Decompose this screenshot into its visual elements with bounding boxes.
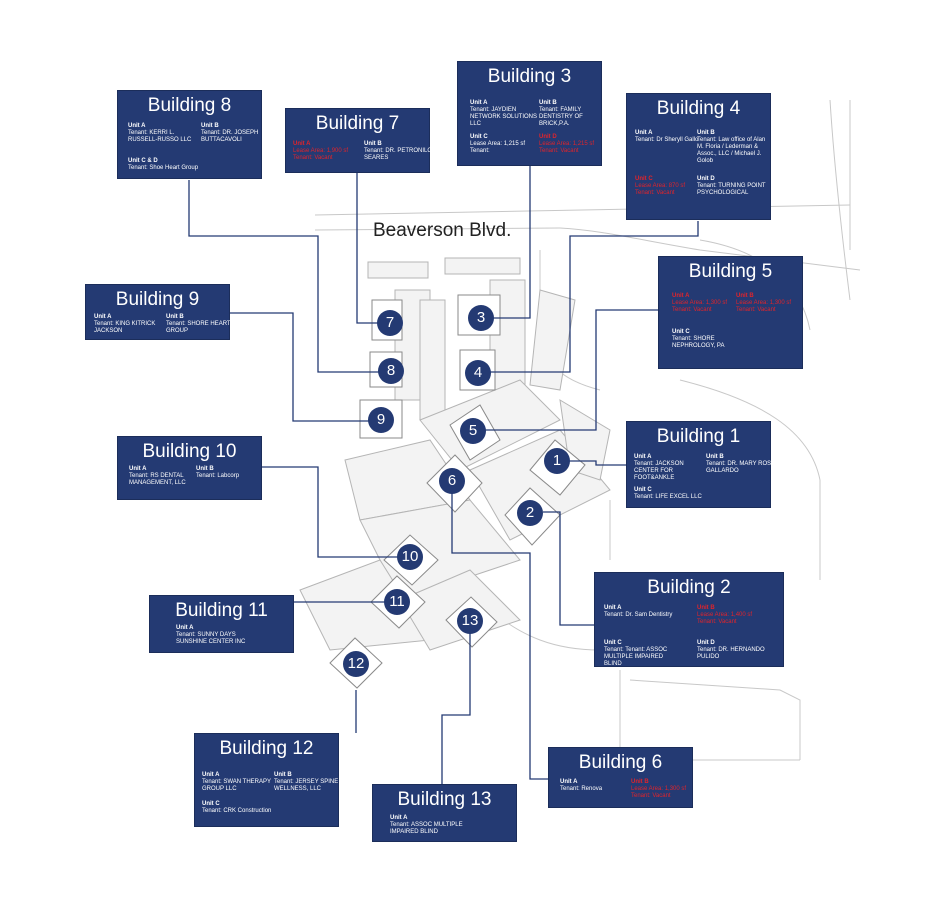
building-title: Building 9: [115, 289, 200, 310]
pin-11[interactable]: 11: [384, 589, 410, 615]
building-title: Building 10: [142, 441, 237, 462]
pin-7[interactable]: 7: [377, 310, 403, 336]
pin-1[interactable]: 1: [544, 448, 570, 474]
building-title: Building 8: [147, 95, 232, 116]
building-title: Building 2: [647, 577, 731, 598]
pin-5[interactable]: 5: [460, 418, 486, 444]
pin-8[interactable]: 8: [378, 358, 404, 384]
building-title: Building 7: [315, 113, 400, 134]
pin-3[interactable]: 3: [468, 305, 494, 331]
building-title: Building 4: [656, 98, 741, 119]
street-label: Beaverson Blvd.: [373, 220, 512, 241]
building-title: Building 1: [656, 426, 741, 447]
pin-2[interactable]: 2: [517, 500, 543, 526]
building-title: Building 13: [397, 789, 492, 810]
building-title: Building 6: [578, 752, 663, 773]
pin-6[interactable]: 6: [439, 468, 465, 494]
building-title: Building 11: [175, 600, 268, 621]
pin-4[interactable]: 4: [465, 360, 491, 386]
building-title: Building 5: [688, 261, 773, 282]
building-title: Building 12: [219, 738, 314, 759]
pin-9[interactable]: 9: [368, 407, 394, 433]
building-title: Building 3: [487, 66, 572, 87]
pin-10[interactable]: 10: [397, 544, 423, 570]
pin-12[interactable]: 12: [343, 651, 369, 677]
pin-13[interactable]: 13: [457, 608, 483, 634]
